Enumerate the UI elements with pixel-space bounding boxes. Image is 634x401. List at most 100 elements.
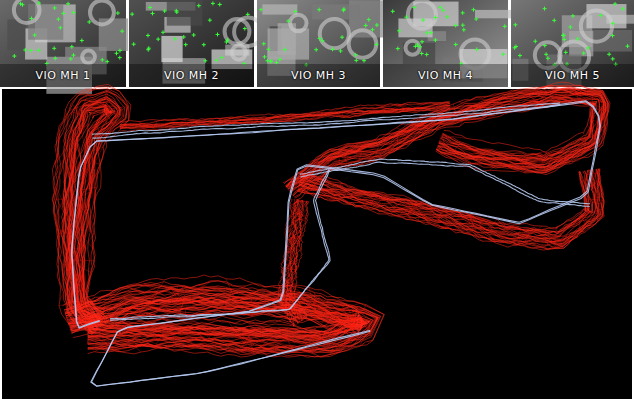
landmark-ray [188, 341, 208, 349]
landmark-ray [124, 301, 145, 303]
map-stroke [68, 102, 117, 329]
landmark-ray [512, 230, 533, 243]
landmark-ray [280, 121, 295, 122]
feature-point [317, 8, 321, 12]
landmark-ray [286, 300, 287, 305]
landmark-ray [322, 177, 337, 199]
ground-truth-path [110, 170, 330, 320]
landmark-ray [602, 204, 604, 208]
feature-point [52, 46, 56, 50]
landmark-ray [165, 124, 187, 125]
feature-point [71, 53, 75, 57]
landmark-ray [397, 134, 405, 145]
landmark-ray [130, 288, 159, 302]
map-background [2, 89, 632, 399]
map-stroke [302, 172, 587, 232]
landmark-ray [83, 108, 86, 134]
feature-point [130, 12, 134, 16]
landmark-ray [284, 294, 295, 298]
landmark-ray [101, 336, 141, 347]
feature-point [374, 42, 378, 46]
feature-point [475, 47, 479, 51]
landmark-ray [70, 240, 72, 275]
feature-point [354, 58, 358, 62]
feature-point [568, 25, 572, 29]
landmark-ray [284, 288, 291, 294]
feature-point [425, 31, 429, 35]
feature-point [518, 54, 522, 58]
feature-point [33, 33, 37, 37]
landmark-ray [355, 145, 373, 146]
feature-point [425, 53, 429, 57]
scene-object [262, 4, 297, 14]
map-stroke [290, 97, 595, 192]
landmark-ray [432, 214, 449, 228]
landmark-ray [371, 192, 376, 196]
feature-point [544, 52, 548, 56]
landmark-ray [592, 170, 600, 185]
landmark-ray [383, 111, 387, 112]
feature-point [626, 44, 630, 48]
feature-point [118, 56, 122, 60]
landmark-ray [291, 271, 293, 273]
feature-point [404, 15, 408, 19]
landmark-ray [242, 328, 249, 330]
feature-point [562, 38, 566, 42]
landmark-ray [545, 167, 553, 168]
landmark-ray [593, 186, 605, 201]
landmark-ray [84, 104, 114, 106]
landmark-ray [564, 136, 589, 161]
landmark-ray [581, 179, 586, 203]
feature-point [269, 59, 273, 63]
label-band [0, 64, 126, 87]
feature-point [151, 11, 155, 15]
landmark-ray [150, 126, 157, 128]
landmark-ray [579, 230, 584, 232]
landmark-ray [313, 115, 321, 117]
map-stroke [290, 96, 597, 192]
feature-point [80, 38, 84, 42]
landmark-ray [76, 225, 83, 232]
ground-truth-path [92, 105, 560, 138]
landmark-ray [429, 219, 431, 222]
landmark-ray [519, 89, 562, 94]
landmark-ray [220, 118, 221, 124]
landmark-ray [369, 145, 397, 155]
map-stroke [299, 170, 595, 240]
landmark-ray [98, 137, 102, 152]
feature-point [474, 17, 478, 21]
landmark-ray [302, 332, 322, 342]
landmark-ray [501, 91, 519, 93]
landmark-ray [331, 113, 350, 118]
landmark-ray [202, 329, 209, 330]
landmark-ray [155, 325, 169, 347]
landmark-ray [540, 153, 546, 172]
landmark-ray [145, 305, 192, 316]
landmark-ray [513, 230, 522, 239]
landmark-ray [379, 197, 397, 208]
landmark-ray [195, 324, 215, 329]
landmark-ray [590, 211, 598, 214]
landmark-ray [69, 126, 77, 136]
landmark-ray [184, 287, 204, 288]
landmark-ray [351, 194, 363, 196]
landmark-ray [569, 88, 606, 103]
landmark-ray [544, 152, 546, 160]
landmark-ray [135, 330, 175, 347]
landmark-ray [287, 306, 301, 308]
landmark-ray [81, 209, 88, 214]
landmark-ray [286, 187, 287, 189]
landmark-ray [515, 155, 544, 158]
landmark-ray [72, 104, 83, 122]
landmark-ray [102, 325, 115, 327]
feature-point [375, 23, 379, 27]
feature-point [462, 28, 466, 32]
landmark-ray [408, 208, 433, 210]
map-stroke [300, 170, 597, 242]
landmark-ray [534, 154, 565, 162]
landmark-ray [441, 223, 467, 227]
map-stroke [66, 281, 381, 353]
landmark-ray [474, 150, 492, 152]
landmark-ray [95, 142, 106, 163]
landmark-ray [341, 183, 343, 190]
